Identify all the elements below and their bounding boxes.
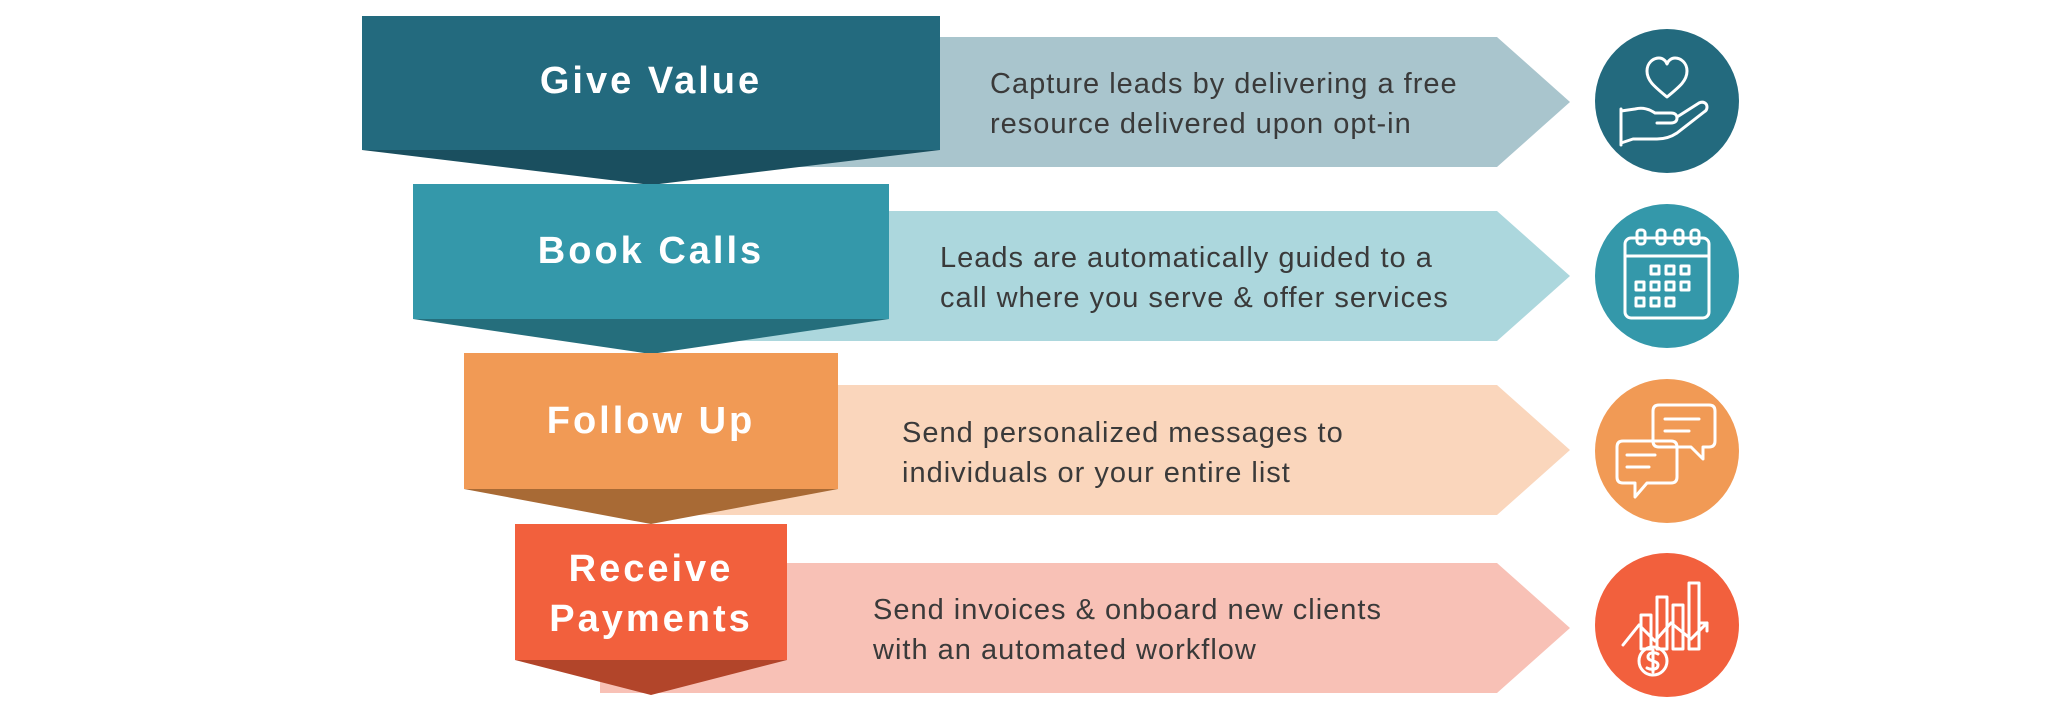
stage-3-label: Follow Up: [546, 400, 756, 442]
stage-1-chevron: [362, 150, 940, 185]
stage-3-chevron: [464, 489, 838, 524]
stage-2-arrow-band: [680, 211, 1570, 341]
stage-4-chevron: [515, 660, 787, 695]
stage-4-arrow-band: [600, 563, 1570, 693]
stage-3-description-line-2: individuals or your entire list: [902, 457, 1291, 489]
stage-2-icon-circle: [1595, 204, 1739, 348]
stage-4-label: Receive Payments: [515, 544, 787, 644]
stage-1-description-line-2: resource delivered upon opt-in: [990, 108, 1412, 140]
stage-4-label-line-2: Payments: [549, 598, 753, 640]
stage-2-label: Book Calls: [537, 230, 765, 272]
stage-4-description: Send invoices & onboard new clients with…: [873, 590, 1382, 670]
stage-4-box: [515, 524, 787, 660]
stage-4-description-line-2: with an automated workflow: [873, 634, 1257, 666]
stage-3-icon-circle: [1595, 379, 1739, 523]
stage-1-box: [362, 16, 940, 150]
stage-1-description-line-1: Capture leads by delivering a free: [990, 68, 1458, 100]
stage-4-label-line-1: Receive: [568, 548, 734, 590]
stage-1-icon-circle: [1595, 29, 1739, 173]
stage-1-description: Capture leads by delivering a free resou…: [990, 64, 1458, 144]
stage-2-box: [413, 184, 889, 319]
stage-3-description: Send personalized messages to individual…: [902, 413, 1344, 493]
stage-4-description-line-1: Send invoices & onboard new clients: [873, 594, 1382, 626]
stage-3-description-line-1: Send personalized messages to: [902, 417, 1344, 449]
stage-2-chevron: [413, 319, 889, 354]
chat-bubbles-icon: [1615, 403, 1717, 499]
stage-2-description-line-2: call where you serve & offer services: [940, 282, 1449, 314]
calendar-icon: [1623, 228, 1711, 320]
stage-2-description-line-1: Leads are automatically guided to a: [940, 242, 1433, 274]
stage-2-description: Leads are automatically guided to a call…: [940, 238, 1449, 318]
growth-chart-dollar-icon: [1621, 581, 1709, 677]
stage-1-label: Give Value: [539, 60, 763, 102]
stage-3-arrow-band: [640, 385, 1570, 515]
stage-3-box: [464, 353, 838, 489]
heart-hand-icon: [1619, 56, 1709, 147]
